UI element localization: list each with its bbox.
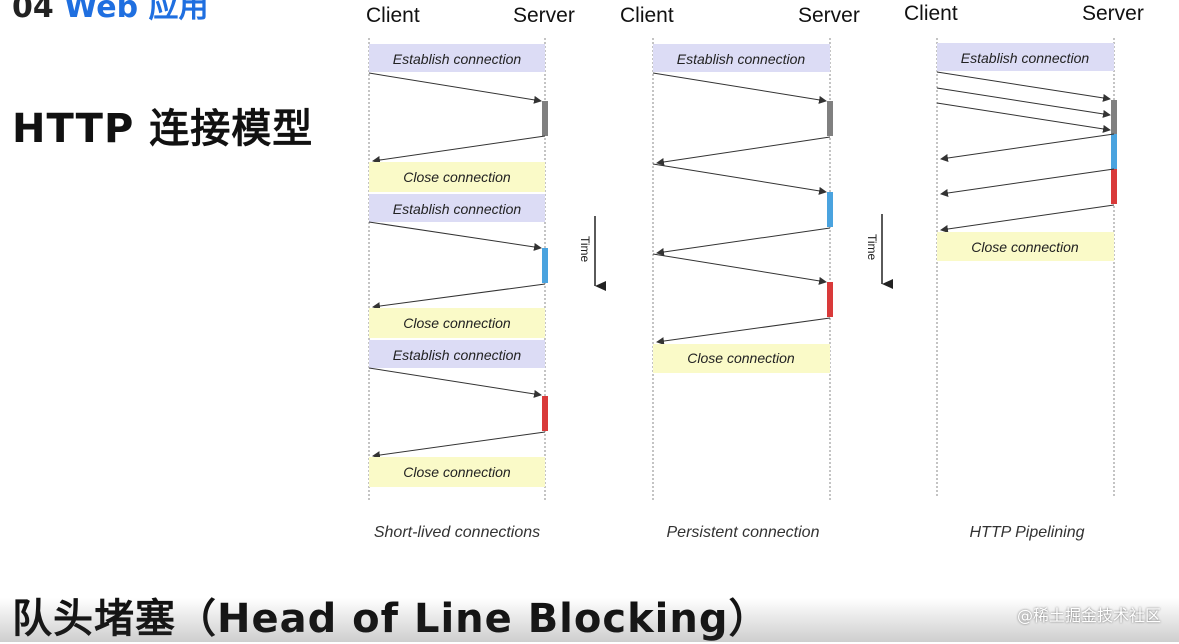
close-label: Close connection <box>971 239 1079 255</box>
client-label: Client <box>904 2 958 25</box>
red-processing-bar <box>542 396 548 431</box>
close-band <box>369 308 545 338</box>
request-arrow <box>368 221 542 251</box>
time-label: Time <box>578 236 592 263</box>
section-label: Web 应用 <box>64 0 209 25</box>
server-label: Server <box>798 4 860 27</box>
section-number: 04 <box>12 0 54 25</box>
server-label: Server <box>1082 2 1144 25</box>
response-arrow <box>372 431 546 459</box>
gray-processing-bar <box>827 101 833 136</box>
response-arrow <box>372 135 546 164</box>
establish-label: Establish connection <box>393 51 522 67</box>
client-label: Client <box>366 4 420 27</box>
response-arrow <box>656 136 831 166</box>
gray-processing-bar <box>1111 100 1117 134</box>
close-label: Close connection <box>403 315 511 331</box>
establish-band <box>369 44 545 72</box>
red-processing-bar <box>1111 169 1117 204</box>
watermark: @稀土掘金技术社区 <box>1016 606 1161 625</box>
response-arrow <box>940 133 1115 162</box>
request-arrow <box>936 102 1111 133</box>
establish-label: Establish connection <box>393 347 522 363</box>
diagram-short-lived: Client Server Establish connection Close… <box>366 4 606 541</box>
request-arrow <box>652 72 827 104</box>
gray-processing-bar <box>542 101 548 136</box>
request-arrow <box>368 72 542 104</box>
establish-label: Establish connection <box>677 51 806 67</box>
connection-models-diagram: Client Server Establish connection Close… <box>366 2 1144 541</box>
slide-subtitle: 队头堵塞（Head of Line Blocking） <box>12 596 770 642</box>
close-label: Close connection <box>403 464 511 480</box>
slide-title: HTTP 连接模型 <box>12 106 314 152</box>
close-band <box>937 232 1114 261</box>
close-band <box>369 457 545 487</box>
response-arrow <box>656 317 831 346</box>
close-label: Close connection <box>687 350 795 366</box>
establish-band <box>369 340 545 368</box>
request-arrow <box>936 87 1111 118</box>
response-arrow <box>372 283 546 311</box>
red-processing-bar <box>827 282 833 317</box>
section-header: 04 Web 应用 <box>12 0 209 26</box>
response-arrow <box>940 204 1115 233</box>
request-arrow <box>936 71 1111 102</box>
request-arrow <box>368 367 542 398</box>
blue-processing-bar <box>827 192 833 227</box>
diagram-persistent: Client Server Establish connection Close… <box>620 4 893 541</box>
request-arrow <box>652 253 827 285</box>
establish-band <box>937 43 1114 71</box>
blue-processing-bar <box>542 248 548 283</box>
diagram-caption: Persistent connection <box>667 524 820 541</box>
diagram-pipelining: Client Server Establish connection Close… <box>904 2 1144 541</box>
establish-band <box>653 44 830 72</box>
response-arrow <box>940 168 1115 197</box>
close-band <box>653 344 830 373</box>
establish-band <box>369 194 545 222</box>
client-label: Client <box>620 4 674 27</box>
blue-processing-bar <box>1111 134 1117 169</box>
establish-label: Establish connection <box>393 201 522 217</box>
close-band <box>369 162 545 192</box>
diagram-caption: Short-lived connections <box>374 524 540 541</box>
response-arrow <box>656 227 831 256</box>
server-label: Server <box>513 4 575 27</box>
diagram-caption: HTTP Pipelining <box>969 524 1084 541</box>
establish-label: Establish connection <box>961 50 1090 66</box>
close-label: Close connection <box>403 169 511 185</box>
request-arrow <box>652 163 827 195</box>
time-label: Time <box>865 234 879 261</box>
